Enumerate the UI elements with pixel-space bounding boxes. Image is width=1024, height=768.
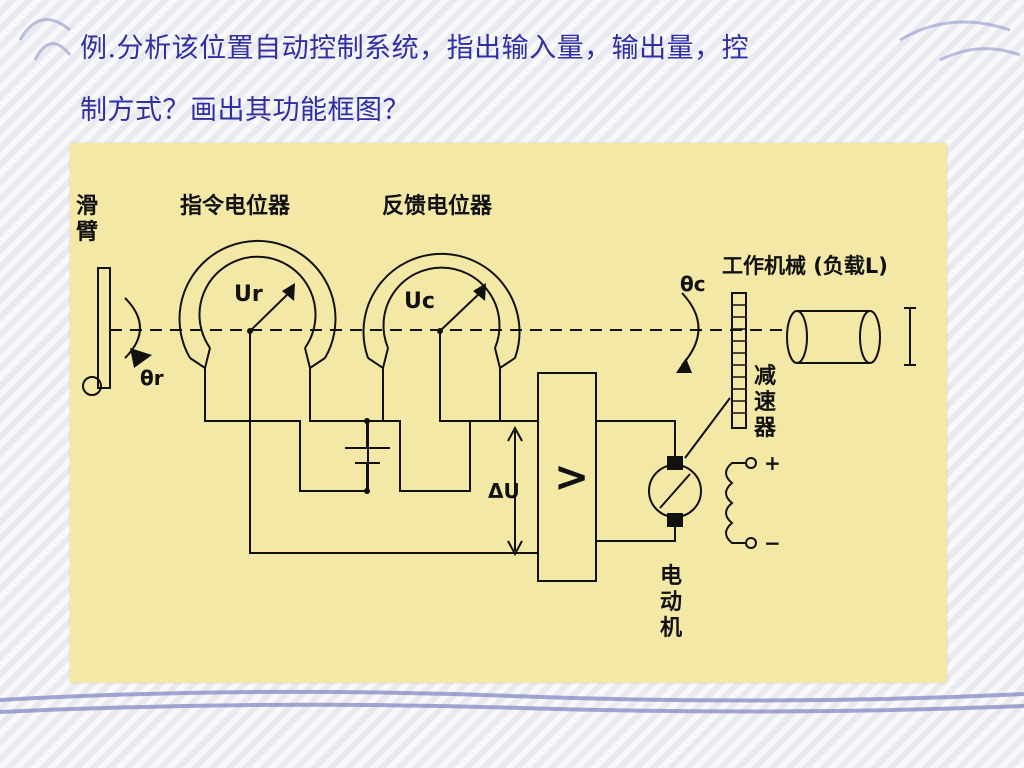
battery-junction-top [364, 418, 370, 424]
delta-u-arrow-top [507, 425, 523, 442]
amplifier-symbol: > [554, 452, 589, 501]
feedback-pot-left-end [367, 347, 389, 370]
wire-command-wiper [249, 331, 538, 554]
motor-armature-line [659, 473, 691, 509]
wire-command-right [309, 368, 368, 422]
reducer-gear [731, 292, 747, 429]
control-system-diagram: 滑 臂 指令电位器 反馈电位器 Ur Uc θr θc 工作机械 (负载L) 减… [70, 143, 947, 683]
command-pot-left-end [189, 347, 211, 370]
slider-pivot [82, 376, 102, 396]
plus-sign: + [764, 451, 781, 475]
theta-c-label: θc [680, 272, 706, 296]
motor-label-2: 动 [660, 590, 682, 615]
reducer-label-3: 器 [753, 416, 777, 441]
command-wiper-node [247, 328, 253, 334]
wire-command-left [204, 368, 400, 492]
command-pot-arc [178, 239, 337, 359]
wire-feedback-left [382, 368, 501, 492]
motor-brush-top [667, 456, 683, 470]
command-pot-inner-arc [198, 255, 317, 349]
theta-c-arc [681, 292, 700, 366]
theta-r-arc [124, 297, 141, 359]
feedback-pot-label: 反馈电位器 [382, 193, 493, 219]
ur-label: Ur [234, 282, 263, 307]
reducer-teeth [732, 304, 746, 414]
slider-label-1: 滑 [76, 194, 98, 219]
load-cylinder-right-face [859, 310, 881, 364]
delta-u-label: ΔU [488, 479, 520, 503]
reducer-label-1: 减 [754, 363, 776, 389]
title-line-2: 制方式？画出其功能框图？ [80, 95, 410, 126]
amplifier-box [537, 372, 597, 582]
command-pot-wiper [249, 289, 293, 332]
uc-label: Uc [404, 289, 435, 314]
feedback-pot-wiper-arrowhead [473, 283, 486, 301]
motor-reducer-link [684, 397, 731, 459]
feedback-pot-inner-arc [382, 266, 501, 349]
theta-r-arrowhead [130, 348, 152, 368]
motor-label-3: 机 [660, 616, 682, 641]
slide-title: 例.分析该位置自动控制系统，指出输入量，输出量，控 制方式？画出其功能框图？ [80, 18, 930, 142]
minus-sign: − [764, 531, 781, 555]
reducer-label-2: 速 [754, 389, 776, 415]
load-label: 工作机械 (负载L) [722, 254, 888, 278]
field-winding [725, 462, 745, 544]
wire-amp-motor-bottom [596, 525, 676, 542]
feedback-pot-right-end [494, 347, 516, 370]
load-cylinder-left-face [786, 310, 808, 364]
delta-u-arrow-bottom [507, 540, 523, 557]
motor-brush-bottom [667, 513, 683, 527]
feedback-wiper-node [437, 328, 443, 334]
motor-label-1: 电 [660, 564, 682, 589]
title-line-1: 例.分析该位置自动控制系统，指出输入量，输出量，控 [80, 33, 750, 64]
terminal-minus [745, 537, 757, 549]
load-cylinder [797, 310, 870, 364]
feedback-pot-arc [362, 252, 521, 359]
slider-arm [97, 267, 111, 389]
wire-feedback-wiper [439, 331, 538, 422]
wire-amp-motor-top [596, 420, 676, 458]
command-pot-label: 指令电位器 [180, 193, 291, 219]
battery-junction-bottom [364, 488, 370, 494]
command-pot-right-end [304, 347, 326, 370]
load-end-bracket [904, 307, 916, 366]
command-pot-wiper-arrowhead [282, 283, 295, 301]
theta-r-label: θr [140, 366, 164, 390]
terminal-plus [745, 457, 757, 469]
diagram-canvas: 滑 臂 指令电位器 反馈电位器 Ur Uc θr θc 工作机械 (负载L) 减… [76, 193, 916, 641]
slider-label-2: 臂 [76, 219, 98, 245]
feedback-pot-wiper [439, 289, 484, 332]
theta-c-arrowhead [676, 358, 692, 373]
